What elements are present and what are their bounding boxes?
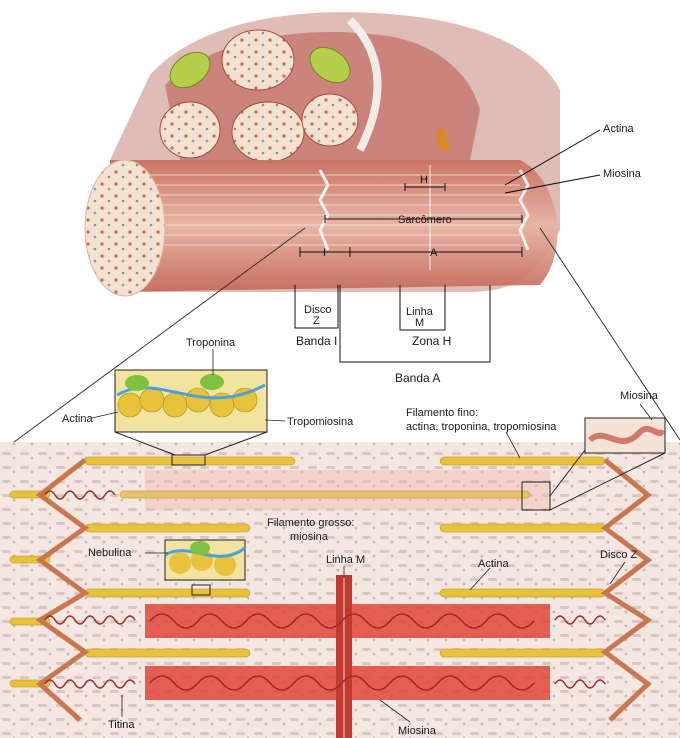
label-actina-inset: Actina — [62, 413, 93, 425]
label-banda-a: Banda A — [395, 371, 440, 385]
label-filamento-fino-2: actina, troponina, tropomiosina — [406, 421, 557, 433]
label-zona-h: Zona H — [412, 334, 451, 348]
label-miosina-inset: Miosina — [620, 390, 659, 402]
label-tropomiosina: Tropomiosina — [287, 416, 354, 428]
label-linha-m-2: M — [415, 317, 424, 329]
sarcomere-detail — [0, 349, 680, 738]
label-titina: Titina — [108, 719, 135, 731]
label-miosina-top: Miosina — [603, 168, 642, 180]
label-disco-z: Disco Z — [600, 549, 638, 561]
label-troponina: Troponina — [186, 337, 236, 349]
label-nebulina: Nebulina — [88, 547, 132, 559]
label-disco-z-2: Z — [313, 315, 320, 327]
label-filamento-grosso-1: Filamento grosso: — [267, 517, 354, 529]
label-filamento-fino-1: Filamento fino: — [406, 407, 478, 419]
label-banda-i: Banda I — [296, 334, 337, 348]
label-h: H — [420, 174, 428, 186]
label-sarcomero: Sarcômero — [398, 214, 452, 226]
label-linha-m: Linha M — [326, 554, 365, 566]
label-miosina-bottom: Miosina — [398, 725, 437, 737]
label-actina-bottom: Actina — [478, 558, 509, 570]
label-filamento-grosso-2: miosina — [290, 531, 329, 543]
label-actina-top: Actina — [603, 123, 634, 135]
label-i: I — [323, 247, 326, 259]
label-a: A — [430, 247, 438, 259]
